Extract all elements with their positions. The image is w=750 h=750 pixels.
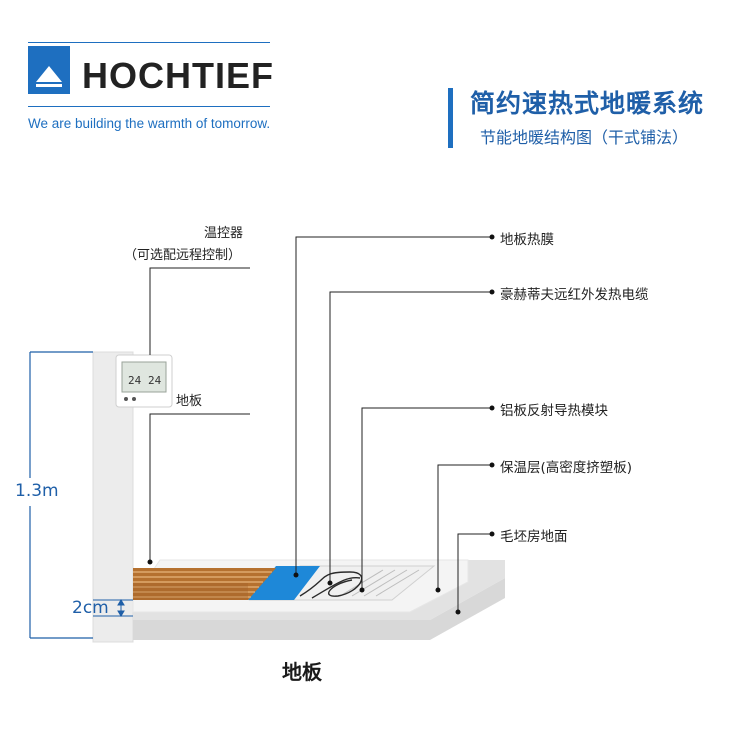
title-accent-bar [448, 88, 453, 148]
leader-raw-floor [457, 533, 492, 612]
thickness-dimension [93, 599, 133, 617]
floor-side-label: 地板 [176, 394, 203, 409]
leader-endpoints [147, 234, 495, 615]
thermostat-reading-2: 24 [148, 374, 162, 387]
leader-insulation [437, 464, 492, 590]
leader-cable [329, 291, 492, 583]
height-dimension-label: 1.3m [15, 481, 59, 501]
hochtief-logo-mark [28, 46, 70, 94]
callout-heating-film: 地板热膜 [500, 232, 554, 248]
brand-name: HOCHTIEF [82, 55, 274, 96]
logo-triangle-icon [36, 66, 62, 87]
brand-tagline: We are building the warmth of tomorrow. [28, 116, 271, 131]
thickness-dimension-label: 2cm [72, 598, 109, 618]
wood-plank-lines [133, 571, 272, 598]
callout-heating-cable: 豪赫蒂夫远红外发热电缆 [500, 287, 649, 303]
thermostat-button-icon [124, 397, 128, 401]
leader-lines [149, 236, 492, 612]
heating-cable [299, 571, 363, 597]
thermostat-screen [121, 361, 167, 393]
logo-bottom-rule [28, 106, 270, 107]
floor-caption: 地板 [282, 660, 322, 684]
leader-thermostat [149, 267, 250, 355]
thermostat-button-icon [132, 397, 136, 401]
heating-film [248, 566, 320, 600]
thermostat-remote-label: （可选配远程控制） [124, 248, 242, 263]
wood-floor-front [133, 583, 248, 600]
callout-aluminium-module: 铝板反射导热模块 [500, 403, 608, 419]
thermostat-reading-1: 24 [128, 374, 142, 387]
page-subtitle: 节能地暖结构图（干式铺法） [480, 128, 689, 147]
logo-top-rule [28, 42, 270, 43]
leader-film [295, 236, 492, 575]
height-dimension [29, 351, 93, 639]
leader-floor [149, 413, 250, 562]
leader-module [361, 407, 492, 590]
thermostat-label: 温控器 [204, 226, 244, 241]
heating-cable-loop-2 [311, 577, 361, 599]
callout-insulation: 保温层(高密度挤塑板) [500, 460, 633, 476]
callout-raw-floor: 毛坯房地面 [500, 529, 568, 545]
page-title: 简约速热式地暖系统 [470, 89, 705, 118]
raw-floor-front [133, 578, 505, 640]
